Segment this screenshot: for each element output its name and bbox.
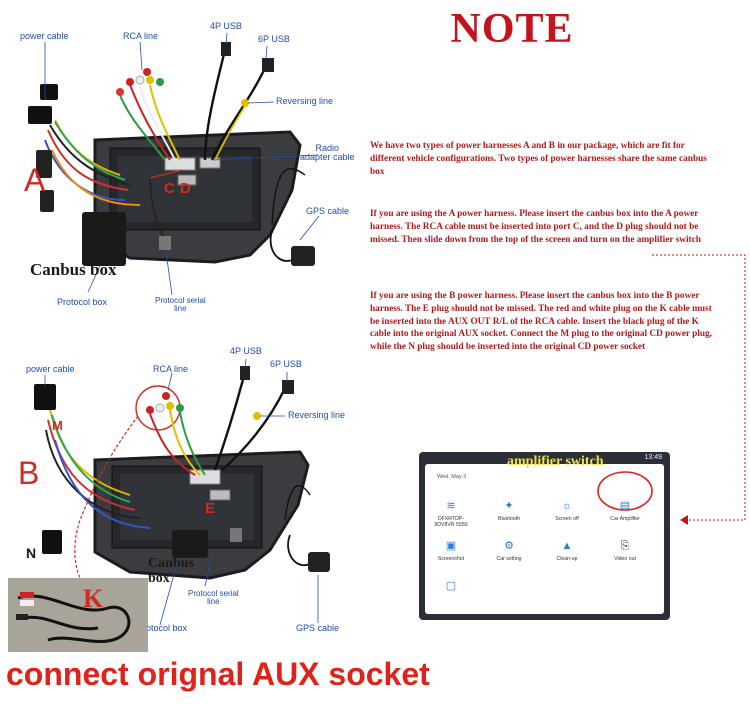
- diagram-b-reversing-line-label: Reversing line: [288, 410, 346, 420]
- diagram-a-letter: A: [24, 162, 46, 198]
- diagram-a-protocol-serial-line-1: Protocol serial: [155, 296, 206, 305]
- diagram-a-illustration: [28, 32, 320, 296]
- diagram-a-protocol-box-label: Protocol box: [57, 297, 108, 307]
- diagram-b-4p-usb-label: 4P USB: [230, 346, 262, 356]
- diagram-a-gps-cable-label: GPS cable: [306, 206, 350, 216]
- diagram-b-rca-line-label: RCA line: [153, 364, 189, 374]
- note-title: NOTE: [450, 6, 574, 52]
- diagram-b-protocol-serial-line-1: Protocol serial: [188, 589, 239, 598]
- diagram-a-rca-line-label: RCA line: [123, 31, 159, 41]
- diagram-b-canbus-box-label: Canbus box: [148, 556, 194, 587]
- tile-bluetooth-label: Bluetooth: [498, 516, 520, 522]
- tile-clean-up-label: Clean-up: [556, 556, 578, 562]
- diagram-b-illustration: [34, 358, 330, 626]
- car-icon: ⚙: [504, 540, 514, 552]
- diagram-b-letter: B: [18, 455, 40, 491]
- diagram-b-power-cable-label: power cable: [26, 364, 75, 374]
- tile-car-setting[interactable]: ⚙ Car setting: [489, 540, 529, 562]
- tile-screenshot[interactable]: ▣ Screenshot: [431, 540, 471, 562]
- tile-car-amplifier[interactable]: ▤ Car Amplifier: [605, 500, 645, 522]
- diagram-a-reversing-line-label: Reversing line: [276, 96, 334, 106]
- tile-screen-off[interactable]: ☼ Screen off: [547, 500, 587, 522]
- diagram-b-protocol-serial-label: Protocol serial line: [188, 589, 239, 607]
- tile-bluetooth[interactable]: ✦ Bluetooth: [489, 500, 529, 522]
- brightness-icon: ☼: [561, 500, 573, 512]
- diagram-a-port-c-label: C: [164, 180, 175, 197]
- diagram-a-power-cable-label: power cable: [20, 31, 69, 41]
- note-paragraph-1: We have two types of power harnesses A a…: [370, 141, 707, 177]
- tile-video-out[interactable]: ⎘ Video out: [605, 540, 645, 562]
- tile-extra[interactable]: ▢: [431, 580, 471, 596]
- diagram-a-port-d-label: D: [180, 180, 191, 197]
- note-paragraph-2: If you are using the A power harness. Pl…: [370, 209, 701, 245]
- screenshot-icon: ▣: [445, 540, 457, 552]
- diagram-b-plug-n-label: N: [26, 545, 37, 561]
- diagram-b-canbus-line-2: box: [148, 571, 170, 587]
- tile-clean-up[interactable]: ▲ Clean-up: [547, 540, 587, 562]
- extra-icon: ▢: [445, 580, 457, 592]
- diagram-a-radio-adapter-line-1: Radio: [315, 143, 340, 153]
- k-cable-illustration: [16, 592, 131, 643]
- k-cable-photo: K: [8, 578, 148, 652]
- quick-settings-panel: Wed, May 3 ≋ DFXRTOP-9DV8VR 5550 ✦ Bluet…: [425, 464, 664, 614]
- diagram-a-6p-usb-label: 6P USB: [258, 34, 290, 44]
- cleanup-icon: ▲: [561, 540, 573, 552]
- diagram-b-protocol-box-label: rotocol box: [143, 623, 188, 633]
- tile-wifi[interactable]: ≋ DFXRTOP-9DV8VR 5550: [431, 500, 471, 528]
- diagram-a-radio-adapter-label: Radio adapter cable: [300, 143, 355, 163]
- tile-video-out-label: Video out: [614, 556, 636, 562]
- diagram-a-protocol-serial-line-2: line: [174, 304, 187, 314]
- diagram-a-4p-usb-label: 4P USB: [210, 21, 242, 31]
- quick-settings-screenshot: Wed, May 3 ≋ DFXRTOP-9DV8VR 5550 ✦ Bluet…: [419, 452, 670, 620]
- tile-wifi-label: DFXRTOP-9DV8VR 5550: [434, 516, 468, 528]
- diagram-a-protocol-serial-label: Protocol serial line: [155, 296, 206, 314]
- diagram-b-protocol-serial-line-2: line: [207, 597, 220, 607]
- quick-settings-time: 13:49: [644, 454, 662, 461]
- diagram-b-6p-usb-label: 6P USB: [270, 359, 302, 369]
- diagram-b-gps-cable-label: GPS cable: [296, 623, 340, 633]
- diagram-b-plug-e-label: E: [205, 500, 216, 517]
- amplifier-pointer-arrow: [652, 254, 746, 525]
- tile-car-amplifier-label: Car Amplifier: [610, 516, 640, 522]
- wifi-icon: ≋: [446, 500, 456, 512]
- diagram-b-canbus-line-1: Canbus: [148, 556, 194, 571]
- k-cable-label: K: [83, 584, 104, 613]
- note-paragraph-3: If you are using the B power harness. Pl…: [370, 291, 713, 353]
- amplifier-switch-title: amplifier switch: [507, 454, 604, 469]
- diagram-a-canbus-box-label: Canbus box: [30, 260, 117, 279]
- amplifier-highlight-circle: [597, 471, 653, 511]
- amplifier-icon: ▤: [619, 500, 631, 512]
- tile-screenshot-label: Screenshot: [437, 556, 465, 562]
- video-out-icon: ⎘: [620, 540, 630, 552]
- bluetooth-icon: ✦: [504, 500, 514, 512]
- aux-socket-caption: connect orignal AUX socket: [6, 656, 430, 692]
- quick-settings-date: Wed, May 3: [437, 474, 467, 480]
- tile-car-setting-label: Car setting: [496, 556, 522, 562]
- diagram-b-plug-m-label: M: [52, 418, 63, 433]
- diagram-a-radio-adapter-line-2: adapter cable: [300, 152, 355, 163]
- tile-screen-off-label: Screen off: [555, 516, 579, 522]
